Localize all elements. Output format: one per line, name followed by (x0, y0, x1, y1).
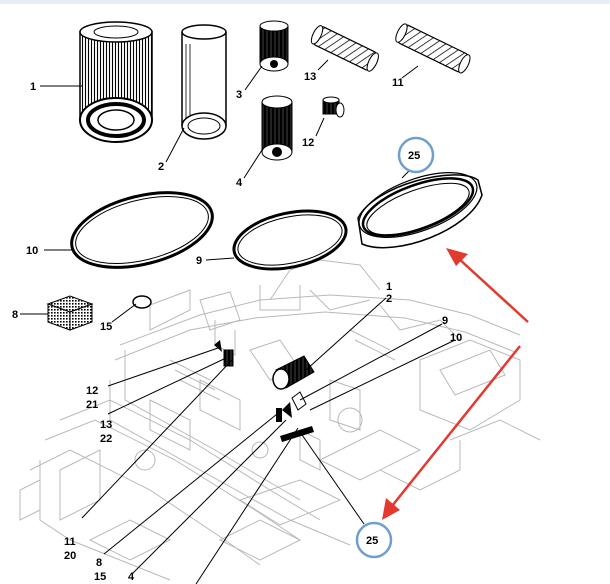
machine-callout-1: 1 (386, 281, 392, 293)
highlight-label-25-top: 25 (408, 150, 420, 162)
part-8-cube-filter (46, 295, 94, 331)
part-3-fuel-filter (259, 20, 289, 72)
callout-2: 2 (158, 161, 164, 173)
callout-labels: 1 2 3 4 13 11 12 10 9 8 15 1 2 9 10 12 2… (12, 71, 462, 583)
part-1-air-filter (79, 21, 153, 143)
red-arrowhead-down (382, 498, 400, 520)
machine-callout-8: 8 (96, 557, 102, 569)
callout-15: 15 (100, 321, 112, 333)
part-25-flat-belt (357, 172, 483, 249)
callout-11: 11 (392, 77, 404, 89)
machine-callout-2: 2 (386, 293, 392, 305)
part-10-belt (70, 191, 214, 269)
part-11-cartridge (395, 23, 471, 74)
red-arrow-down (391, 345, 521, 507)
machine-callout-15: 15 (94, 571, 106, 583)
machine-callout-20: 20 (64, 550, 76, 562)
highlight-25-bottom: 25 (355, 521, 393, 559)
callout-4: 4 (236, 177, 243, 189)
leader-lines (20, 59, 456, 584)
machine-callout-9: 9 (442, 315, 448, 327)
red-arrowhead-up (446, 248, 468, 266)
part-9-belt (232, 209, 348, 271)
machine-outline (19, 259, 541, 581)
highlight-25-top: 25 (397, 136, 435, 174)
machine-callout-21: 21 (86, 399, 98, 411)
machine-callout-11: 11 (64, 536, 76, 548)
part-15-o-ring (132, 295, 152, 309)
callout-9: 9 (196, 255, 202, 267)
part-13-cartridge (310, 25, 379, 72)
red-arrow-up (457, 257, 529, 323)
machine-callout-12: 12 (86, 385, 98, 397)
machine-callout-10: 10 (450, 332, 462, 344)
callout-1: 1 (30, 81, 36, 93)
highlight-label-25-bottom: 25 (366, 535, 378, 547)
part-2-inner-filter (181, 24, 227, 140)
callout-13: 13 (304, 71, 316, 83)
callout-10: 10 (26, 245, 38, 257)
part-4-oil-filter (261, 95, 293, 161)
machine-callout-4: 4 (128, 571, 135, 583)
callout-12: 12 (302, 137, 314, 149)
machine-callout-22: 22 (100, 433, 112, 445)
callout-3: 3 (236, 89, 242, 101)
machine-callout-13: 13 (100, 419, 112, 431)
installed-parts (214, 340, 315, 442)
red-arrows (382, 248, 529, 520)
callout-8: 8 (12, 309, 18, 321)
part-12-small-element (322, 96, 345, 118)
top-bar (0, 0, 610, 4)
